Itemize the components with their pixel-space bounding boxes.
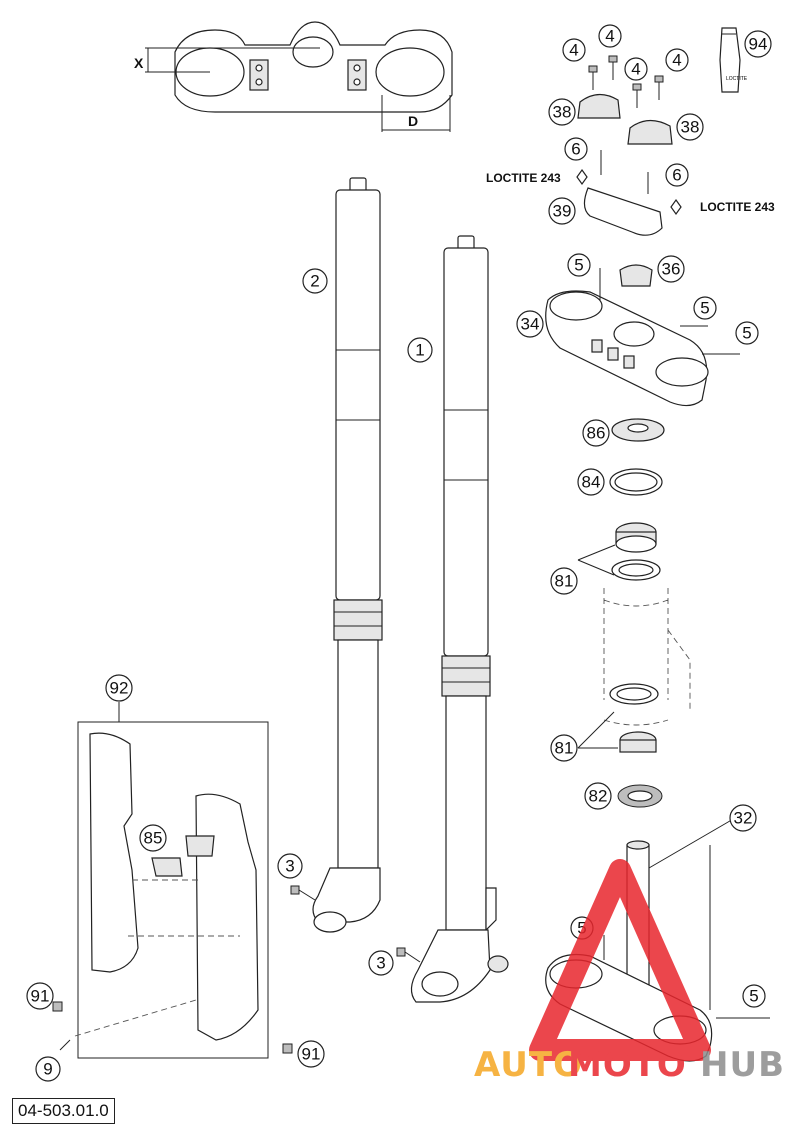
svg-text:4: 4	[605, 27, 614, 46]
callout-3a: 3	[277, 853, 303, 879]
svg-text:81: 81	[555, 572, 574, 591]
loctite-label-right: LOCTITE 243	[700, 200, 775, 214]
callout-81b: 81	[550, 734, 578, 762]
svg-text:86: 86	[587, 424, 606, 443]
svg-text:2: 2	[310, 272, 319, 291]
svg-text:32: 32	[734, 809, 753, 828]
callout-32: 32	[729, 804, 757, 832]
dimension-x-label: X	[134, 55, 144, 71]
bearing-81-lower	[609, 683, 659, 753]
axle-clamp-screws-3	[290, 885, 421, 963]
callout-4b: 4	[598, 24, 622, 48]
svg-text:91: 91	[302, 1045, 321, 1064]
dimension-d-label: D	[408, 113, 418, 129]
callout-85: 85	[139, 824, 167, 852]
svg-text:81: 81	[555, 739, 574, 758]
svg-text:1: 1	[415, 341, 424, 360]
svg-text:4: 4	[569, 41, 578, 60]
fork-guards-92	[52, 702, 293, 1059]
screws-top-right	[588, 55, 664, 108]
svg-text:5: 5	[577, 919, 586, 938]
loctite-tube-text: LOCTITE	[726, 76, 748, 82]
callout-5a: 5	[567, 253, 591, 277]
callout-86: 86	[582, 419, 610, 447]
svg-text:6: 6	[672, 166, 681, 185]
svg-text:4: 4	[672, 51, 681, 70]
bearing-81-upper	[611, 522, 661, 581]
callout-38b: 38	[676, 113, 704, 141]
callout-84: 84	[577, 468, 605, 496]
document-code: 04-503.01.0	[12, 1098, 115, 1124]
seal-ring-84	[609, 468, 663, 496]
watermark-text-moto: MOTO	[568, 1045, 687, 1085]
callout-81a: 81	[550, 567, 578, 595]
dust-seal-82	[617, 784, 663, 808]
svg-text:94: 94	[749, 35, 768, 54]
callout-1: 1	[407, 337, 433, 363]
svg-text:84: 84	[582, 473, 601, 492]
callout-39: 39	[548, 197, 576, 225]
svg-text:4: 4	[631, 60, 640, 79]
spacer-ring-86	[611, 418, 665, 442]
callout-3b: 3	[368, 950, 394, 976]
svg-text:38: 38	[553, 103, 572, 122]
watermark-logo: AUTO MOTO HUB	[474, 859, 785, 1085]
svg-text:92: 92	[110, 679, 129, 698]
svg-text:9: 9	[43, 1060, 52, 1079]
upper-triple-clamp-34	[545, 264, 740, 407]
loctite-tube: LOCTITE	[719, 27, 748, 93]
loctite-label-left: LOCTITE 243	[486, 171, 561, 185]
svg-text:38: 38	[681, 118, 700, 137]
svg-text:34: 34	[521, 315, 540, 334]
fork-leg-2	[312, 177, 383, 933]
svg-text:5: 5	[742, 324, 751, 343]
callout-6b: 6	[665, 163, 689, 187]
fork-leg-1	[410, 235, 509, 1003]
watermark-text-hub: HUB	[700, 1045, 785, 1085]
svg-text:3: 3	[376, 954, 385, 973]
callout-4d: 4	[665, 48, 689, 72]
callout-5c: 5	[735, 321, 759, 345]
callouts: 4 4 4 4 94 38 38 6 6 39 5 36 5 34 5 2 1 …	[26, 24, 772, 1082]
callout-6a: 6	[564, 137, 588, 161]
svg-text:3: 3	[285, 857, 294, 876]
callout-34: 34	[516, 310, 544, 338]
callout-94: 94	[744, 30, 772, 58]
svg-text:5: 5	[749, 987, 758, 1006]
svg-text:36: 36	[662, 260, 681, 279]
callout-9: 9	[35, 1056, 61, 1082]
callout-36: 36	[657, 255, 685, 283]
callout-4a: 4	[562, 38, 586, 62]
svg-text:91: 91	[31, 987, 50, 1006]
callout-2: 2	[302, 268, 328, 294]
callout-4c: 4	[624, 57, 648, 81]
svg-text:39: 39	[553, 202, 572, 221]
svg-text:5: 5	[700, 299, 709, 318]
watermark-text-auto: AUTO	[474, 1045, 583, 1085]
upper-triple-clamp-drawing	[145, 21, 453, 132]
callout-92: 92	[105, 674, 133, 702]
callout-82: 82	[584, 782, 612, 810]
callout-5b: 5	[693, 296, 717, 320]
svg-text:82: 82	[589, 787, 608, 806]
svg-text:85: 85	[144, 829, 163, 848]
callout-91b: 91	[297, 1040, 325, 1068]
callout-91a: 91	[26, 982, 54, 1010]
svg-text:6: 6	[571, 140, 580, 159]
callout-38a: 38	[548, 98, 576, 126]
handlebar-clamp-lower-39	[576, 150, 682, 236]
steering-head-outline	[603, 588, 691, 726]
handlebar-clamps-38	[577, 93, 673, 145]
svg-text:5: 5	[574, 256, 583, 275]
callout-5e: 5	[742, 984, 766, 1008]
